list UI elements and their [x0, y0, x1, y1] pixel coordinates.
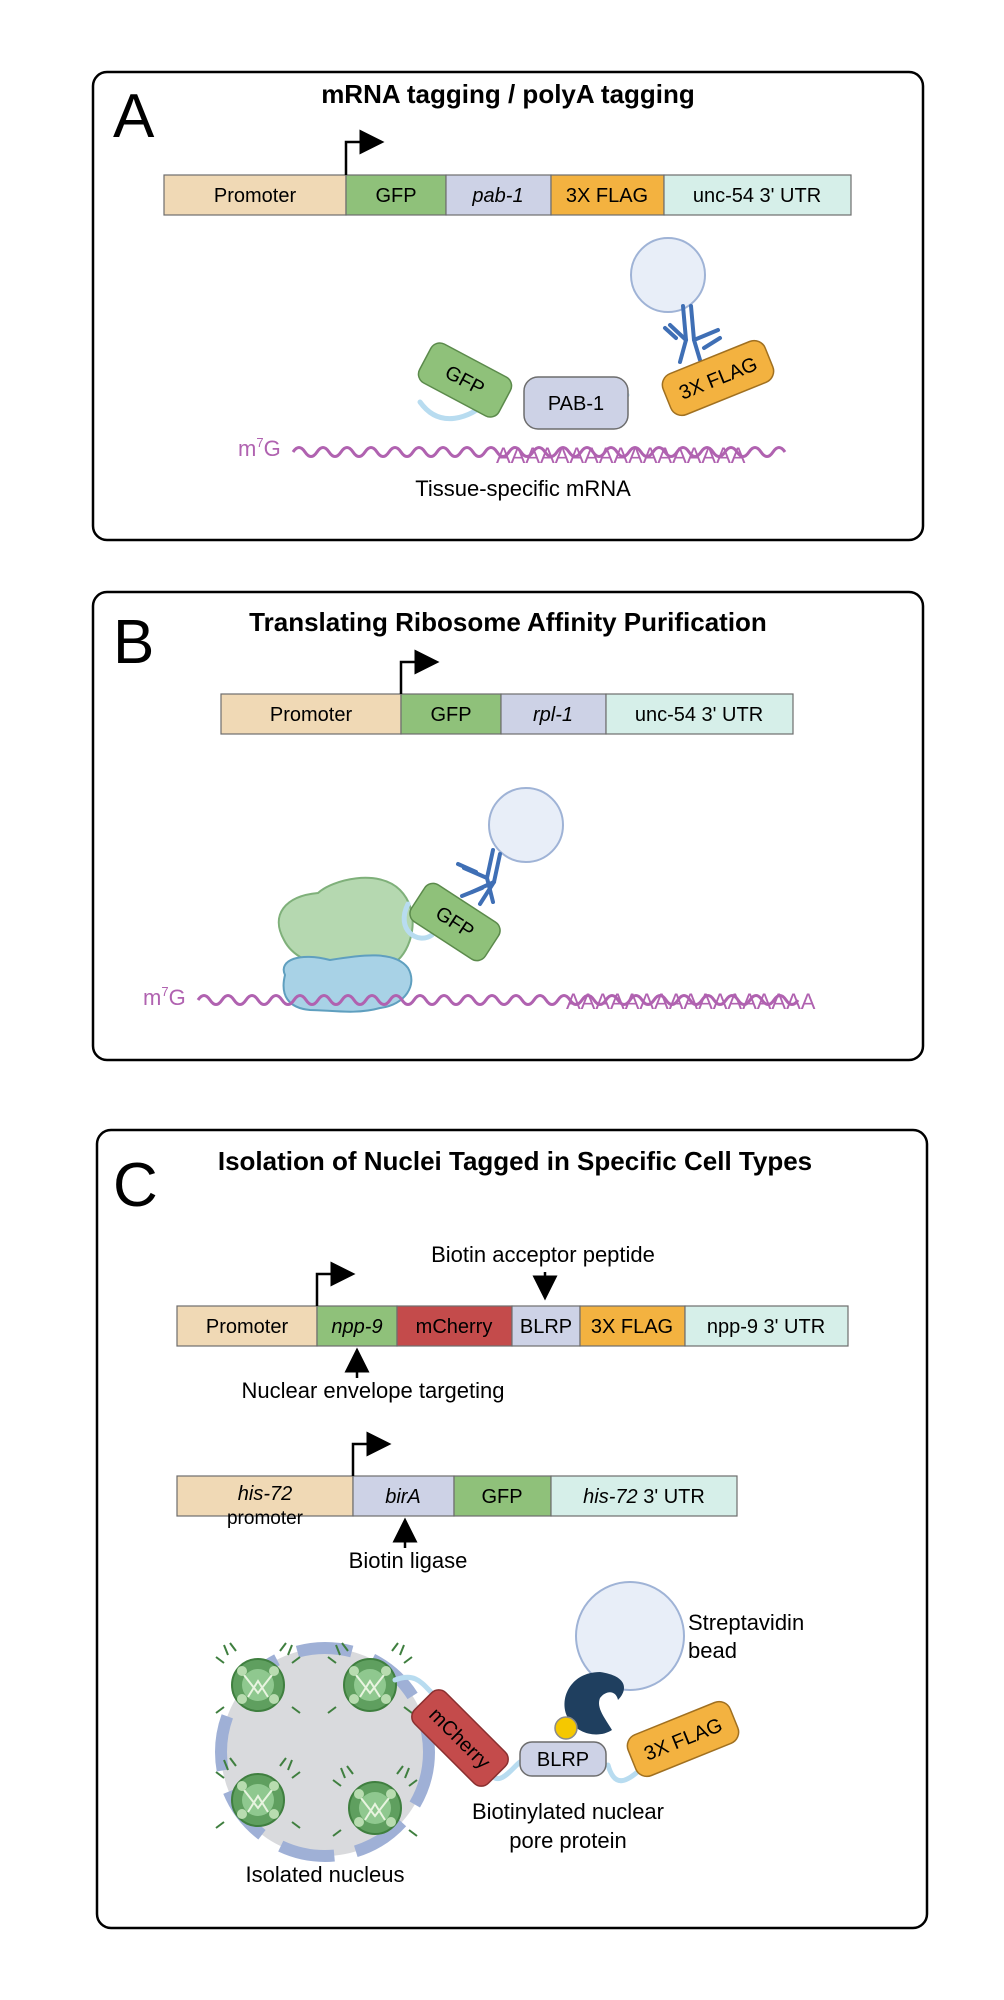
bira-label: birA	[385, 1486, 421, 1508]
promoter-segment	[163, 174, 347, 216]
nuclear-envelope	[215, 1642, 435, 1862]
ribosome-small-subunit	[282, 954, 413, 1013]
his72-utr-segment	[550, 1475, 738, 1517]
promoter-label: Promoter	[214, 185, 297, 207]
mrna-cap: m7G	[238, 435, 281, 461]
biotin-dot	[554, 1716, 578, 1740]
isolated-nucleus-label: Isolated nucleus	[246, 1862, 405, 1887]
transcription-start-arrow	[344, 129, 385, 175]
rpl1-segment	[500, 693, 607, 735]
pab1-segment	[445, 174, 552, 216]
gfp-label: GFP	[375, 185, 416, 207]
pab1-label: pab-1	[471, 185, 523, 207]
panel-c-letter: C	[113, 1151, 158, 1220]
promoter-label: Promoter	[206, 1316, 289, 1338]
mrna-wave	[196, 994, 800, 1006]
bead	[488, 787, 564, 863]
streptavidin-bead	[575, 1581, 685, 1691]
biotinylated-label-line1: Biotinylated nuclear	[472, 1799, 664, 1824]
gfp-segment	[453, 1475, 552, 1517]
utr-label: unc-54 3' UTR	[693, 185, 821, 207]
biotinylated-label-line2: pore protein	[509, 1828, 626, 1853]
mrna-wave	[291, 446, 787, 458]
panel-c-construct-2: his-72 promoter birA GFP his-72 3' UTR	[176, 1431, 738, 1529]
panel-c: C Isolation of Nuclei Tagged in Specific…	[95, 1128, 929, 1930]
linker-gfp-ribosome	[401, 901, 435, 941]
utr-segment	[605, 693, 794, 735]
transcription-start-arrow	[399, 649, 440, 694]
mcherry-label: mCherry	[416, 1316, 493, 1338]
blrp-label: BLRP	[520, 1316, 572, 1338]
blrp-segment	[511, 1305, 581, 1347]
panel-b-construct: Promoter GFP rpl-1 unc-54 3' UTR	[220, 649, 794, 735]
gfp-protein: GFP	[409, 882, 501, 962]
nuclear-envelope-targeting-label: Nuclear envelope targeting	[242, 1378, 505, 1403]
npp9-label: npp-9	[331, 1316, 382, 1338]
streptavidin-label: Streptavidin	[688, 1610, 804, 1635]
transcription-start-arrow	[315, 1261, 356, 1306]
promoter-label: Promoter	[270, 704, 353, 726]
his72-promoter-segment	[176, 1475, 354, 1517]
panel-a-letter: A	[113, 82, 155, 151]
panel-a: A mRNA tagging / polyA tagging Promoter …	[91, 70, 925, 542]
antibody	[456, 848, 502, 906]
npp9-segment	[316, 1305, 398, 1347]
mrna-cap: m7G	[143, 984, 186, 1010]
promoter-segment	[220, 693, 402, 735]
panel-a-title: mRNA tagging / polyA tagging	[321, 79, 695, 109]
polya-tail: AAAAAAAAAAAAAAAAA	[496, 443, 746, 468]
blrp-protein-label: BLRP	[537, 1749, 589, 1771]
utr-label: npp-9 3' UTR	[707, 1316, 825, 1338]
bead	[630, 237, 706, 313]
isolated-nucleus	[215, 1642, 435, 1862]
rpl1-label: rpl-1	[533, 704, 573, 726]
panel-b-title: Translating Ribosome Affinity Purificati…	[249, 607, 767, 637]
tissue-specific-mrna-label: Tissue-specific mRNA	[415, 476, 631, 501]
panel-b-letter: B	[113, 608, 154, 677]
antibody	[663, 304, 722, 364]
flag-label: 3X FLAG	[591, 1316, 673, 1338]
panel-c-title: Isolation of Nuclei Tagged in Specific C…	[218, 1146, 812, 1176]
utr-segment	[684, 1305, 849, 1347]
flag-segment	[579, 1305, 686, 1347]
his72-promoter-label: his-72	[238, 1483, 292, 1505]
streptavidin-protein	[564, 1672, 625, 1735]
panel-b: B Translating Ribosome Affinity Purifica…	[91, 590, 925, 1062]
flag-label: 3X FLAG	[566, 185, 648, 207]
gfp-label: GFP	[430, 704, 471, 726]
his72-utr-label: his-72 3' UTR	[583, 1486, 705, 1508]
polya-tail: AAAAAAAAAAAAAAAAA	[566, 989, 816, 1014]
utr-label: unc-54 3' UTR	[635, 704, 763, 726]
gfp-protein: GFP	[417, 342, 513, 418]
gfp-label: GFP	[481, 1486, 522, 1508]
gfp-segment	[400, 693, 502, 735]
linker-blrp-flag	[605, 1762, 643, 1784]
promoter-segment	[176, 1305, 318, 1347]
utr-segment	[663, 174, 852, 216]
blrp-protein: BLRP	[519, 1741, 607, 1777]
promoter-word-label: promoter	[227, 1508, 304, 1529]
transcription-start-arrow	[351, 1431, 392, 1476]
panel-c-construct-1: Promoter npp-9 mCherry BLRP 3X FLAG npp-…	[176, 1261, 849, 1347]
mcherry-segment	[396, 1305, 513, 1347]
gfp-segment	[345, 174, 447, 216]
pab1-protein-label: PAB-1	[548, 393, 604, 415]
biotin-ligase-label: Biotin ligase	[349, 1548, 468, 1573]
bead-label: bead	[688, 1638, 737, 1663]
pab1-protein: PAB-1	[523, 376, 629, 430]
panel-a-construct: Promoter GFP pab-1 3X FLAG unc-54 3' UTR	[163, 129, 852, 216]
biotin-acceptor-label: Biotin acceptor peptide	[431, 1242, 655, 1267]
panel-a-frame	[91, 70, 925, 542]
